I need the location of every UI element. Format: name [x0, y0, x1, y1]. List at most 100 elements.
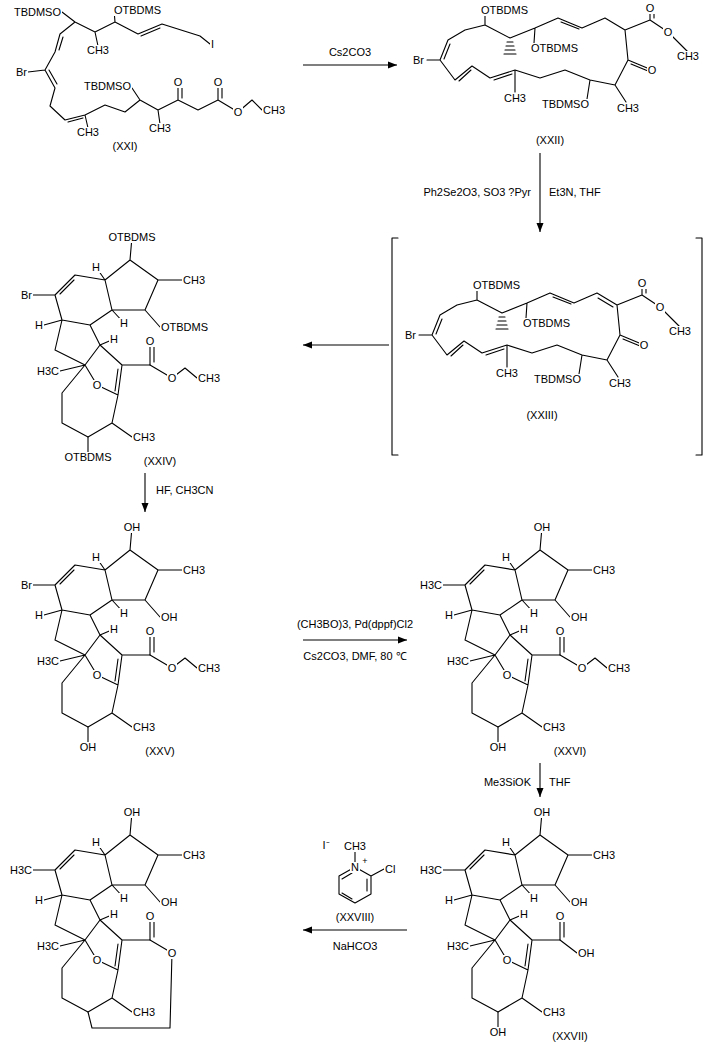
atom-label: OH [123, 807, 142, 818]
reagent-label: NaHCO3 [332, 941, 379, 952]
reaction-arrow [537, 153, 544, 232]
double-bond [598, 298, 613, 307]
atom-label: CH3 [503, 93, 527, 104]
atom-label: CH3 [182, 850, 206, 861]
xxiii-skeleton [419, 283, 680, 377]
atom-label: H [519, 909, 529, 920]
atom-label: H3C [419, 580, 443, 591]
atom-label: OH [489, 1027, 508, 1038]
atom-label: CH3 [608, 378, 632, 389]
compound: OTBDMSBrOTBDMSOOCH3OTBDMSOCH3CH3(XXIII) [392, 235, 702, 458]
atom-label: OH [533, 807, 552, 818]
atom-label: O [655, 302, 666, 313]
atom-label: OH [533, 522, 552, 533]
atom-label: H3C [446, 941, 470, 952]
atom-label: OTBDMS [530, 43, 579, 54]
arrow-head [537, 223, 544, 232]
atom-label: O [502, 955, 513, 966]
atom-label: H3C [36, 656, 60, 667]
atom-label: H [109, 624, 119, 635]
atom-label: OH [123, 522, 142, 533]
arrow-line [539, 153, 540, 232]
compound: BrHOTBDMSCH3HHOTBDMSHH3COOOCH3OTBDMSCH3(… [0, 225, 300, 470]
atom-label: CH3 [668, 326, 692, 337]
atom-label: I [210, 39, 215, 50]
reagent-text: THF [548, 777, 571, 788]
atom-label: CH3 [607, 663, 631, 674]
reagent-text: (XXVIII) [335, 912, 376, 923]
atom-label: CH3 [182, 275, 206, 286]
atom-label: Br [20, 580, 33, 591]
reagent-text: I⁻ [321, 840, 330, 851]
atom-label: H [444, 895, 454, 906]
atom-label: O [173, 77, 184, 88]
atom-label: CH3 [616, 103, 640, 114]
atom-label: H [34, 895, 44, 906]
compound: TBDMSOOTBDMSCH3IBrTBDMSOOOCH3OCH3CH3(XXI… [0, 0, 300, 150]
atom-label: OTBDMS [160, 322, 209, 333]
arrow-line [303, 344, 389, 345]
atom-label: H [34, 320, 44, 331]
atom-label: H [501, 837, 511, 848]
atom-label: O [502, 670, 513, 681]
acid-bond [560, 940, 577, 953]
compound: H3CHOHCH3HHOHHH3COOOHOHCH3(XXVII) [410, 800, 700, 1045]
arrow-head [388, 62, 397, 69]
atom-label: TBDMSO [13, 7, 62, 18]
atom-label: O [645, 3, 656, 14]
arrow-head [537, 788, 544, 797]
arrow-line [303, 639, 407, 640]
pyridinium-ring [339, 846, 384, 903]
atom-label: OH [160, 897, 179, 908]
atom-label: H [119, 318, 129, 329]
atom-label: O [92, 955, 103, 966]
compound-number: (XXVI) [553, 746, 587, 757]
reagent-text: + [361, 857, 368, 866]
atom-label: H [501, 552, 511, 563]
atom-label: O [145, 336, 156, 347]
atom-label: H [109, 334, 119, 345]
atom-label: CH3 [542, 722, 566, 733]
atom-label: CH3 [76, 127, 100, 138]
atom-label: O [577, 663, 588, 674]
atom-label: CH3 [132, 1007, 156, 1018]
atom-label: CH3 [148, 123, 172, 134]
lactone-bridge [88, 940, 172, 1028]
atom-label: H [34, 610, 44, 621]
xxii-skeleton [427, 8, 688, 102]
compound-number: (XXV) [144, 746, 175, 757]
atom-label: O [145, 626, 156, 637]
xxi-bonds [28, 10, 262, 128]
atom-label: O [637, 278, 648, 289]
atom-label: CH3 [182, 565, 206, 576]
arrow-line [303, 64, 397, 65]
atom-label: TBDMSO [83, 81, 132, 92]
atom-label: OH [570, 612, 589, 623]
atom-label: H [444, 610, 454, 621]
reagent-label: Me3SiOK [483, 777, 532, 788]
atom-label: OH [489, 742, 508, 753]
arrow-head [303, 342, 312, 349]
reaction-arrow [303, 927, 407, 934]
reagent-text: N [350, 862, 360, 873]
xxvi-skeleton [443, 527, 592, 727]
reagent-label: Cs2CO3 [328, 47, 372, 58]
arrow-head [142, 503, 149, 512]
reagent-text: CH3 [343, 841, 367, 852]
atom-label: OH [160, 612, 179, 623]
atom-label: CH3 [542, 1007, 566, 1018]
xxiv-skeleton [33, 237, 182, 437]
atom-label: OH [570, 897, 589, 908]
reaction-arrow [537, 763, 544, 797]
atom-label: OTBDMS [480, 5, 529, 16]
compound-number: (XXVII) [551, 1031, 588, 1042]
reaction-arrow [303, 342, 389, 349]
atom-label: H [91, 837, 101, 848]
reaction-arrow [303, 62, 397, 69]
compound: H3CHOHCH3HHOHHH3COOOCH3OHCH3(XXVI) [410, 515, 700, 760]
atom-label: O [555, 626, 566, 637]
product-skeleton [33, 812, 182, 1012]
